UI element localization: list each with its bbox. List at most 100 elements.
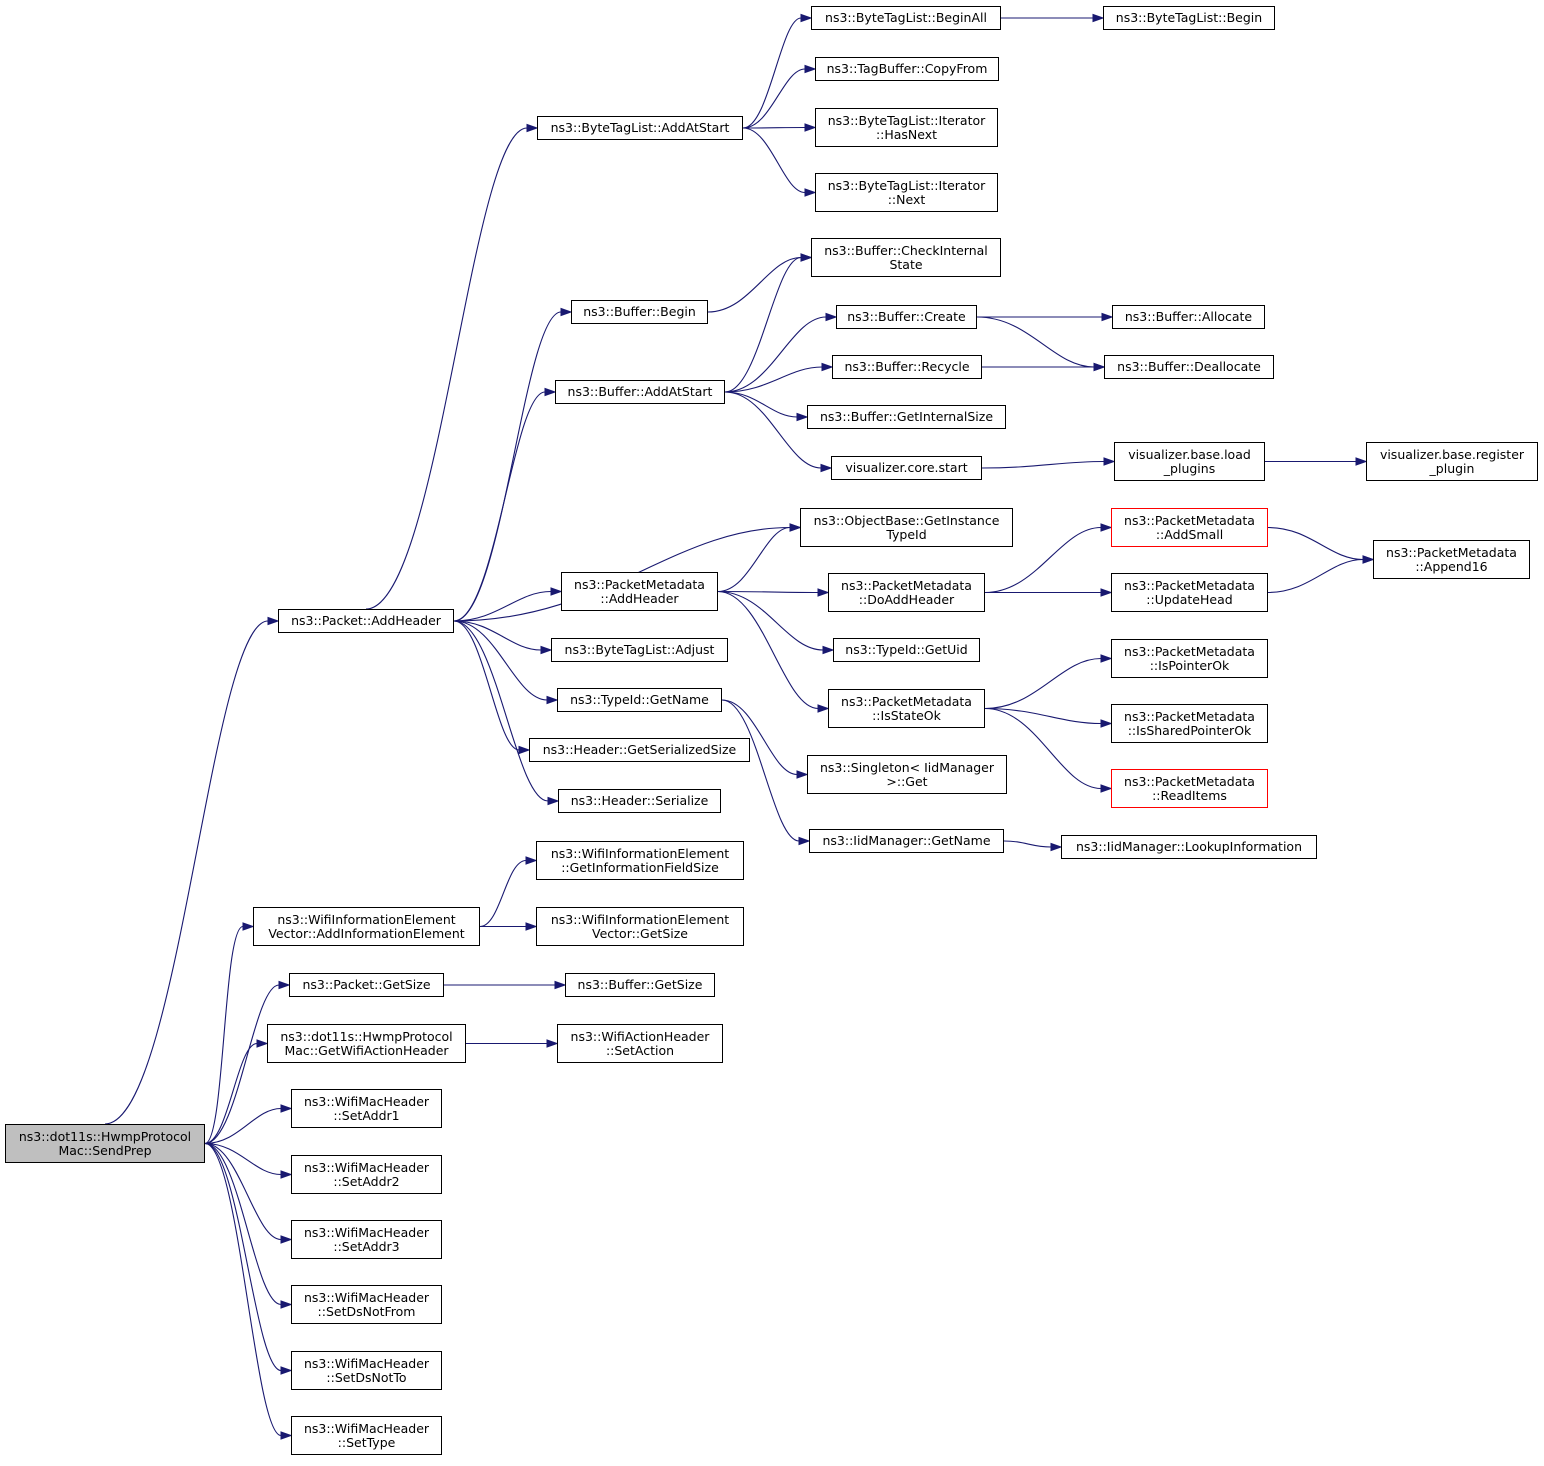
node-pm-addsmall[interactable]: ns3::PacketMetadata ::AddSmall <box>1111 508 1268 547</box>
call-edge-arrowhead <box>1100 654 1113 663</box>
node-wmh-setaddr3[interactable]: ns3::WifiMacHeader ::SetAddr3 <box>291 1220 442 1259</box>
node-label-line: ns3::ByteTagList::AddAtStart <box>550 120 730 135</box>
call-edge <box>1003 840 1052 848</box>
node-label-line: ::UpdateHead <box>1146 591 1233 607</box>
call-edge <box>724 366 823 393</box>
node-wah-setaction[interactable]: ns3::WifiActionHeader ::SetAction <box>557 1024 723 1063</box>
call-edge <box>365 127 528 610</box>
node-label-line: Mac::GetWifiActionHeader <box>284 1042 449 1058</box>
node-buf-checkinternal[interactable]: ns3::Buffer::CheckInternal State <box>811 238 1001 277</box>
call-edge-arrowhead <box>256 1039 269 1048</box>
call-edge-arrowhead <box>1100 784 1113 793</box>
node-pm-updatehead[interactable]: ns3::PacketMetadata ::UpdateHead <box>1111 573 1268 612</box>
call-edge-arrowhead <box>1362 555 1375 564</box>
call-edge <box>204 1142 282 1437</box>
call-edge <box>724 391 798 418</box>
call-edge <box>453 620 549 802</box>
node-buf-begin[interactable]: ns3::Buffer::Begin <box>571 300 708 324</box>
node-label-line: ns3::WifiInformationElement <box>550 911 730 927</box>
node-iid-getname[interactable]: ns3::IidManager::GetName <box>809 829 1004 853</box>
node-pm-doaddheader[interactable]: ns3::PacketMetadata ::DoAddHeader <box>828 573 985 612</box>
node-typeid-getuid[interactable]: ns3::TypeId::GetUid <box>833 638 980 662</box>
node-viz-load-plugins[interactable]: visualizer.base.load _plugins <box>1114 442 1265 481</box>
call-edge-arrowhead <box>825 312 838 322</box>
node-hdr-getserializedsize[interactable]: ns3::Header::GetSerializedSize <box>529 738 750 762</box>
node-iid-lookupinfo[interactable]: ns3::IidManager::LookupInformation <box>1061 835 1317 859</box>
node-wmh-setaddr1[interactable]: ns3::WifiMacHeader ::SetAddr1 <box>291 1089 442 1128</box>
call-edge-arrowhead <box>1100 719 1113 728</box>
node-label-line: visualizer.core.start <box>845 460 968 475</box>
node-label-line: ns3::Header::Serialize <box>570 793 709 808</box>
node-buf-recycle[interactable]: ns3::Buffer::Recycle <box>832 355 982 379</box>
node-hdr-serialize[interactable]: ns3::Header::Serialize <box>558 789 721 813</box>
node-label-line: ns3::WifiMacHeader <box>303 1159 430 1175</box>
node-btl-beginall[interactable]: ns3::ByteTagList::BeginAll <box>811 6 1001 30</box>
call-edge-arrowhead <box>280 1104 293 1113</box>
call-edge <box>204 1142 282 1176</box>
call-edge <box>742 126 806 129</box>
node-wmh-setdsnotto[interactable]: ns3::WifiMacHeader ::SetDsNotTo <box>291 1351 442 1390</box>
node-pm-isstateok[interactable]: ns3::PacketMetadata ::IsStateOk <box>828 689 985 728</box>
call-edge-arrowhead <box>1101 312 1114 322</box>
node-buf-addatstart[interactable]: ns3::Buffer::AddAtStart <box>555 380 725 404</box>
node-label-line: ns3::Buffer::Begin <box>583 304 696 319</box>
call-edge-arrowhead <box>546 1039 559 1048</box>
node-wiev-getsize[interactable]: ns3::WifiInformationElement Vector::GetS… <box>536 907 744 946</box>
node-label-line: ns3::PacketMetadata <box>1386 544 1517 560</box>
node-label-line: ns3::WifiMacHeader <box>303 1355 430 1371</box>
node-label-line: ns3::Packet::GetSize <box>302 977 431 992</box>
call-edge-arrowhead <box>789 523 802 532</box>
node-wie-getinfofieldsize[interactable]: ns3::WifiInformationElement ::GetInforma… <box>536 841 744 880</box>
node-pm-readitems[interactable]: ns3::PacketMetadata ::ReadItems <box>1111 769 1268 808</box>
node-singleton-get[interactable]: ns3::Singleton< IidManager >::Get <box>807 755 1007 794</box>
node-pkt-addheader[interactable]: ns3::Packet::AddHeader <box>278 609 454 633</box>
call-edge-arrowhead <box>821 362 834 372</box>
call-edge-arrowhead <box>817 704 830 713</box>
node-btl-it-next[interactable]: ns3::ByteTagList::Iterator ::Next <box>815 173 998 212</box>
call-edge <box>707 256 802 313</box>
call-edge <box>453 311 562 622</box>
node-buf-deallocate[interactable]: ns3::Buffer::Deallocate <box>1104 355 1274 379</box>
node-wmh-setaddr2[interactable]: ns3::WifiMacHeader ::SetAddr2 <box>291 1155 442 1194</box>
node-buf-create[interactable]: ns3::Buffer::Create <box>836 305 977 329</box>
call-edge-arrowhead <box>526 123 539 133</box>
node-btl-addatstart[interactable]: ns3::ByteTagList::AddAtStart <box>537 116 743 140</box>
node-wiev-addinfoelement[interactable]: ns3::WifiInformationElement Vector::AddI… <box>253 907 480 946</box>
call-edge-arrowhead <box>278 980 291 990</box>
node-label-line: ns3::WifiMacHeader <box>303 1420 430 1436</box>
node-btl-it-hasnext[interactable]: ns3::ByteTagList::Iterator ::HasNext <box>815 108 998 147</box>
node-objbase-getinstancetypeid[interactable]: ns3::ObjectBase::GetInstance TypeId <box>800 508 1013 547</box>
node-label-line: ::Next <box>887 191 926 207</box>
call-edge <box>717 590 819 594</box>
node-pkt-getsize[interactable]: ns3::Packet::GetSize <box>289 973 444 997</box>
node-viz-core-start[interactable]: visualizer.core.start <box>831 456 982 480</box>
call-edge <box>724 391 822 469</box>
node-buf-getinternalsize[interactable]: ns3::Buffer::GetInternalSize <box>807 405 1006 429</box>
node-label-line: ns3::ByteTagList::Iterator <box>827 177 986 193</box>
node-label-line: ns3::Packet::AddHeader <box>291 613 441 628</box>
node-viz-register-plugin[interactable]: visualizer.base.register _plugin <box>1366 442 1538 481</box>
node-sendprep[interactable]: ns3::dot11s::HwmpProtocol Mac::SendPrep <box>5 1124 205 1163</box>
node-wmh-setdsnotfrom[interactable]: ns3::WifiMacHeader ::SetDsNotFrom <box>291 1285 442 1324</box>
node-label-line: ns3::PacketMetadata <box>1124 643 1255 659</box>
node-label-line: ns3::PacketMetadata <box>841 577 972 593</box>
call-edge <box>1267 558 1364 594</box>
node-tagbuf-copyfrom[interactable]: ns3::TagBuffer::CopyFrom <box>815 57 999 81</box>
node-wmh-settype[interactable]: ns3::WifiMacHeader ::SetType <box>291 1416 442 1455</box>
node-pm-addheader[interactable]: ns3::PacketMetadata ::AddHeader <box>561 572 718 611</box>
node-buf-allocate[interactable]: ns3::Buffer::Allocate <box>1112 305 1265 329</box>
node-hwmp-getwifiactionheader[interactable]: ns3::dot11s::HwmpProtocol Mac::GetWifiAc… <box>267 1024 466 1063</box>
node-label-line: ::SetType <box>337 1434 396 1450</box>
call-edge <box>742 68 806 129</box>
node-pm-issharedpointerok[interactable]: ns3::PacketMetadata ::IsSharedPointerOk <box>1111 704 1268 743</box>
node-buf-getsize[interactable]: ns3::Buffer::GetSize <box>565 973 715 997</box>
node-pm-append16[interactable]: ns3::PacketMetadata ::Append16 <box>1373 540 1530 579</box>
node-btl-begin[interactable]: ns3::ByteTagList::Begin <box>1103 6 1275 30</box>
node-pm-ispointerok[interactable]: ns3::PacketMetadata ::IsPointerOk <box>1111 639 1268 678</box>
node-label-line: ns3::TypeId::GetUid <box>845 642 968 657</box>
call-edge-arrowhead <box>796 770 809 779</box>
node-typeid-getname[interactable]: ns3::TypeId::GetName <box>557 688 722 712</box>
node-label-line: ns3::Buffer::CheckInternal <box>824 242 988 258</box>
node-btl-adjust[interactable]: ns3::ByteTagList::Adjust <box>551 638 728 662</box>
call-edge-arrowhead <box>544 387 557 397</box>
